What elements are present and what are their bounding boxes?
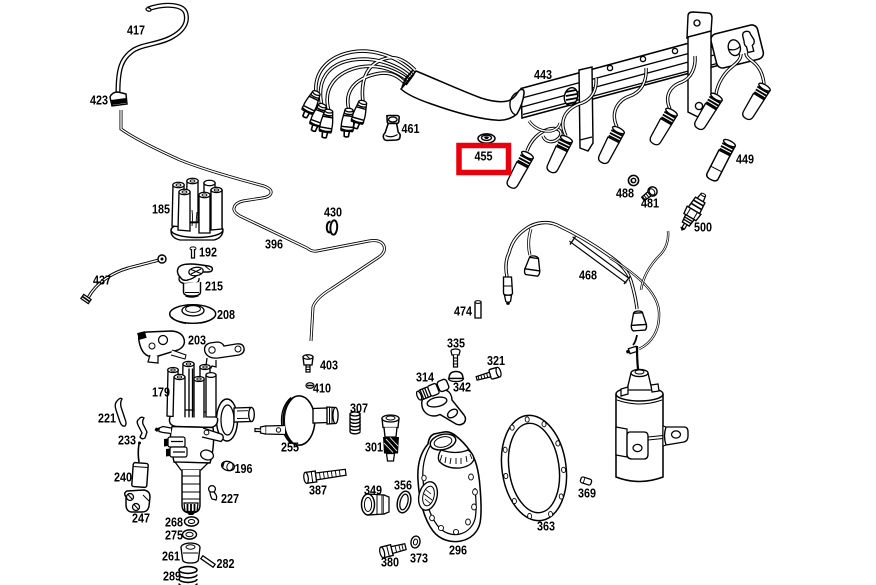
- svg-text:301: 301: [365, 440, 383, 455]
- svg-text:410: 410: [313, 381, 331, 396]
- svg-text:307: 307: [350, 401, 368, 416]
- svg-text:380: 380: [381, 555, 399, 570]
- svg-text:468: 468: [579, 268, 597, 283]
- svg-text:342: 342: [453, 380, 471, 395]
- svg-text:373: 373: [410, 551, 428, 566]
- svg-text:461: 461: [402, 121, 420, 136]
- svg-text:363: 363: [537, 519, 555, 534]
- svg-text:268: 268: [165, 515, 183, 530]
- svg-text:240: 240: [114, 470, 132, 485]
- svg-text:247: 247: [132, 511, 150, 526]
- svg-text:356: 356: [394, 478, 412, 493]
- svg-text:203: 203: [188, 333, 206, 348]
- svg-text:289: 289: [163, 569, 181, 584]
- svg-text:179: 179: [152, 385, 170, 400]
- svg-text:481: 481: [641, 196, 659, 211]
- svg-text:227: 227: [221, 491, 239, 506]
- svg-text:423: 423: [90, 93, 108, 108]
- svg-text:321: 321: [487, 353, 505, 368]
- svg-text:185: 185: [152, 202, 170, 217]
- svg-text:500: 500: [694, 220, 712, 235]
- svg-text:233: 233: [118, 433, 136, 448]
- svg-text:443: 443: [534, 67, 552, 82]
- svg-text:221: 221: [98, 411, 116, 426]
- svg-text:349: 349: [364, 483, 382, 498]
- svg-text:208: 208: [217, 307, 235, 322]
- svg-text:275: 275: [165, 528, 183, 543]
- svg-text:437: 437: [93, 273, 111, 288]
- svg-text:215: 215: [205, 279, 223, 294]
- svg-text:417: 417: [127, 23, 145, 38]
- svg-text:449: 449: [736, 152, 754, 167]
- svg-text:282: 282: [217, 556, 235, 571]
- svg-text:430: 430: [324, 205, 342, 220]
- svg-text:261: 261: [162, 549, 180, 564]
- svg-text:196: 196: [235, 461, 253, 476]
- svg-text:192: 192: [199, 245, 217, 260]
- svg-text:396: 396: [265, 237, 283, 252]
- svg-text:296: 296: [449, 543, 467, 558]
- svg-text:369: 369: [578, 486, 596, 501]
- svg-text:255: 255: [281, 440, 299, 455]
- svg-text:474: 474: [454, 304, 473, 319]
- svg-text:403: 403: [320, 358, 338, 373]
- svg-text:335: 335: [447, 336, 465, 351]
- svg-text:455: 455: [475, 149, 493, 164]
- svg-text:488: 488: [616, 186, 634, 201]
- svg-text:387: 387: [309, 483, 327, 498]
- svg-text:314: 314: [416, 370, 435, 385]
